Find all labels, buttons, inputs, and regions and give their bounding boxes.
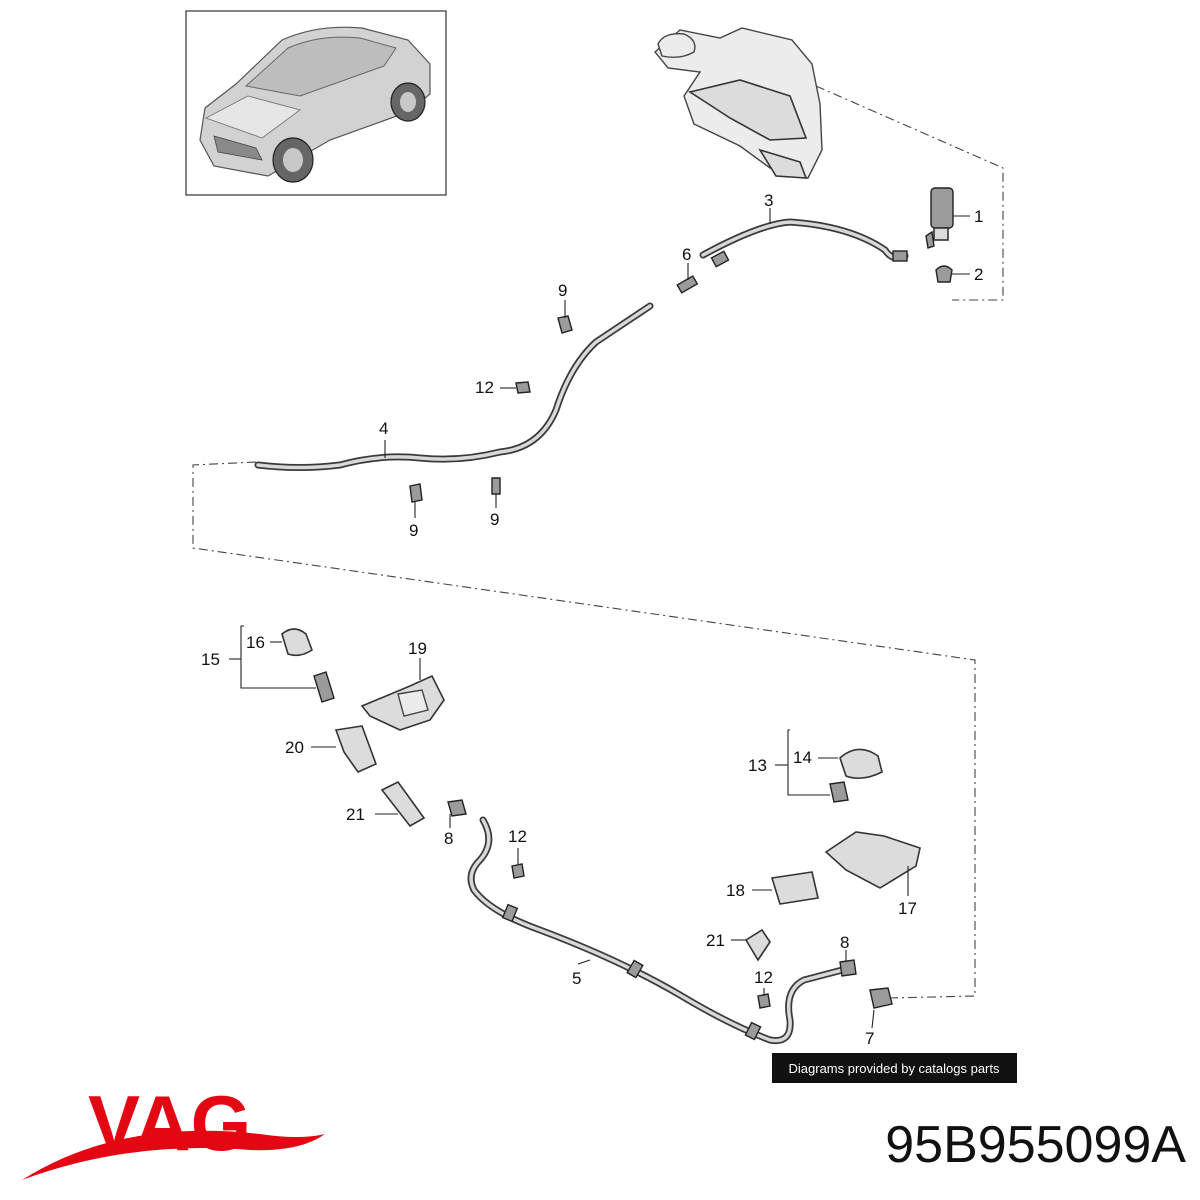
callout-21-left: 21	[346, 805, 365, 824]
holder-18	[770, 871, 819, 905]
hose-5	[467, 816, 854, 1045]
hose-3	[699, 218, 909, 268]
holder-20	[334, 725, 378, 773]
watermark-badge: Diagrams provided by catalogs parts	[772, 1053, 1017, 1083]
group-brackets	[229, 625, 830, 796]
callout-9-left: 9	[409, 521, 418, 540]
part-number: 95B955099A	[885, 1116, 1186, 1174]
cylinder-21-right	[744, 928, 771, 962]
vehicle-thumbnail	[185, 10, 447, 196]
connector-6	[676, 275, 699, 294]
watermark-text: Diagrams provided by catalogs parts	[789, 1061, 1000, 1076]
washer-pump	[925, 187, 954, 249]
callout-16: 16	[246, 633, 265, 652]
callout-13: 13	[748, 756, 767, 775]
callout-18: 18	[726, 881, 745, 900]
assembly-boundaries	[192, 85, 1004, 999]
cap-14	[839, 748, 883, 780]
callout-15: 15	[201, 650, 220, 669]
nozzle-13	[829, 781, 849, 803]
callout-17: 17	[898, 899, 917, 918]
callout-4: 4	[379, 419, 388, 438]
callout-7: 7	[865, 1029, 874, 1048]
callout-labels: 1 2 3 4 5 6 7 8 8 9 9 9 12 12 12 13 14 1…	[201, 191, 983, 1048]
callout-12-top: 12	[475, 378, 494, 397]
callout-3: 3	[764, 191, 773, 210]
clip-9-right	[491, 477, 501, 495]
bracket-17	[824, 831, 921, 889]
leader-lines	[270, 208, 970, 1029]
connector-8-right	[839, 959, 857, 977]
callout-21-right: 21	[706, 931, 725, 950]
callout-19: 19	[408, 639, 427, 658]
hose-4	[254, 302, 654, 471]
nozzle-15	[313, 671, 335, 703]
connector-8-left	[447, 799, 467, 817]
screw-12-left	[511, 863, 525, 879]
screw-12-top	[515, 381, 531, 394]
clip-9-left	[409, 483, 423, 503]
car-image	[199, 26, 431, 183]
logo-swoosh	[22, 1130, 325, 1180]
washer-reservoir	[654, 27, 823, 179]
valve-7	[869, 987, 893, 1009]
callout-8-right: 8	[840, 933, 849, 952]
callout-6: 6	[682, 245, 691, 264]
callout-9-top: 9	[558, 281, 567, 300]
pump-grommet	[935, 265, 953, 283]
callout-14: 14	[793, 748, 812, 767]
callout-20: 20	[285, 738, 304, 757]
cap-16	[281, 628, 313, 657]
clip-9-top	[557, 315, 573, 334]
callout-5: 5	[572, 969, 581, 988]
callout-9-right: 9	[490, 510, 499, 529]
brand-name: VAG	[88, 1079, 251, 1167]
callout-12-left: 12	[508, 827, 527, 846]
bracket-19	[360, 674, 445, 731]
callout-8-left: 8	[444, 829, 453, 848]
vag-logo: VAG	[22, 1079, 325, 1180]
screw-12-right	[757, 993, 771, 1009]
cylinder-21-left	[380, 780, 426, 828]
callout-2: 2	[974, 265, 983, 284]
callout-1: 1	[974, 207, 983, 226]
callout-12-right: 12	[754, 968, 773, 987]
